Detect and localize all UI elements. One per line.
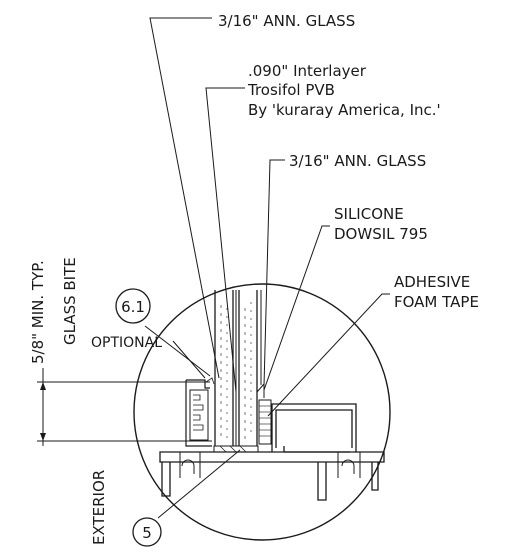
- tape-label-line-2: FOAM TAPE: [394, 293, 479, 311]
- tape-label-line-1: ADHESIVE: [394, 273, 470, 291]
- callout-6-1-label: 6.1: [121, 298, 145, 316]
- inner-glass-label: 3/16" ANN. GLASS: [289, 152, 426, 170]
- outer-glass-lite: [214, 290, 234, 446]
- exterior-stop: [185, 377, 215, 447]
- detail-circle: [133, 283, 391, 541]
- bite-name-label: GLASS BITE: [61, 257, 79, 345]
- inner-glass-lite: [238, 290, 262, 446]
- callout-6-1: 6.1: [115, 288, 151, 324]
- callout-5-label: 5: [142, 524, 152, 542]
- silicone-and-tape: [256, 382, 272, 445]
- glass-bite-dimension: [37, 368, 212, 446]
- mullion-tube: [271, 403, 357, 453]
- optional-label: OPTIONAL: [91, 335, 162, 351]
- base-extrusion: [159, 451, 385, 501]
- outer-glass-label: 3/16" ANN. GLASS: [218, 12, 355, 30]
- silicone-label-line-2: DOWSIL 795: [334, 225, 428, 243]
- bite-typ-label: 5/8" MIN. TYP.: [29, 260, 47, 364]
- exterior-label: EXTERIOR: [90, 470, 108, 545]
- setting-block: [213, 445, 259, 453]
- interlayer-label-line-3: By 'kuraray America, Inc.': [248, 101, 441, 119]
- interlayer-label-line-2: Trosifol PVB: [247, 81, 335, 99]
- interlayer-label-line-1: .090" Interlayer: [248, 62, 367, 80]
- silicone-label-line-1: SILICONE: [334, 205, 404, 223]
- callout-5: 5: [132, 517, 162, 547]
- leader-lines: [144, 17, 390, 519]
